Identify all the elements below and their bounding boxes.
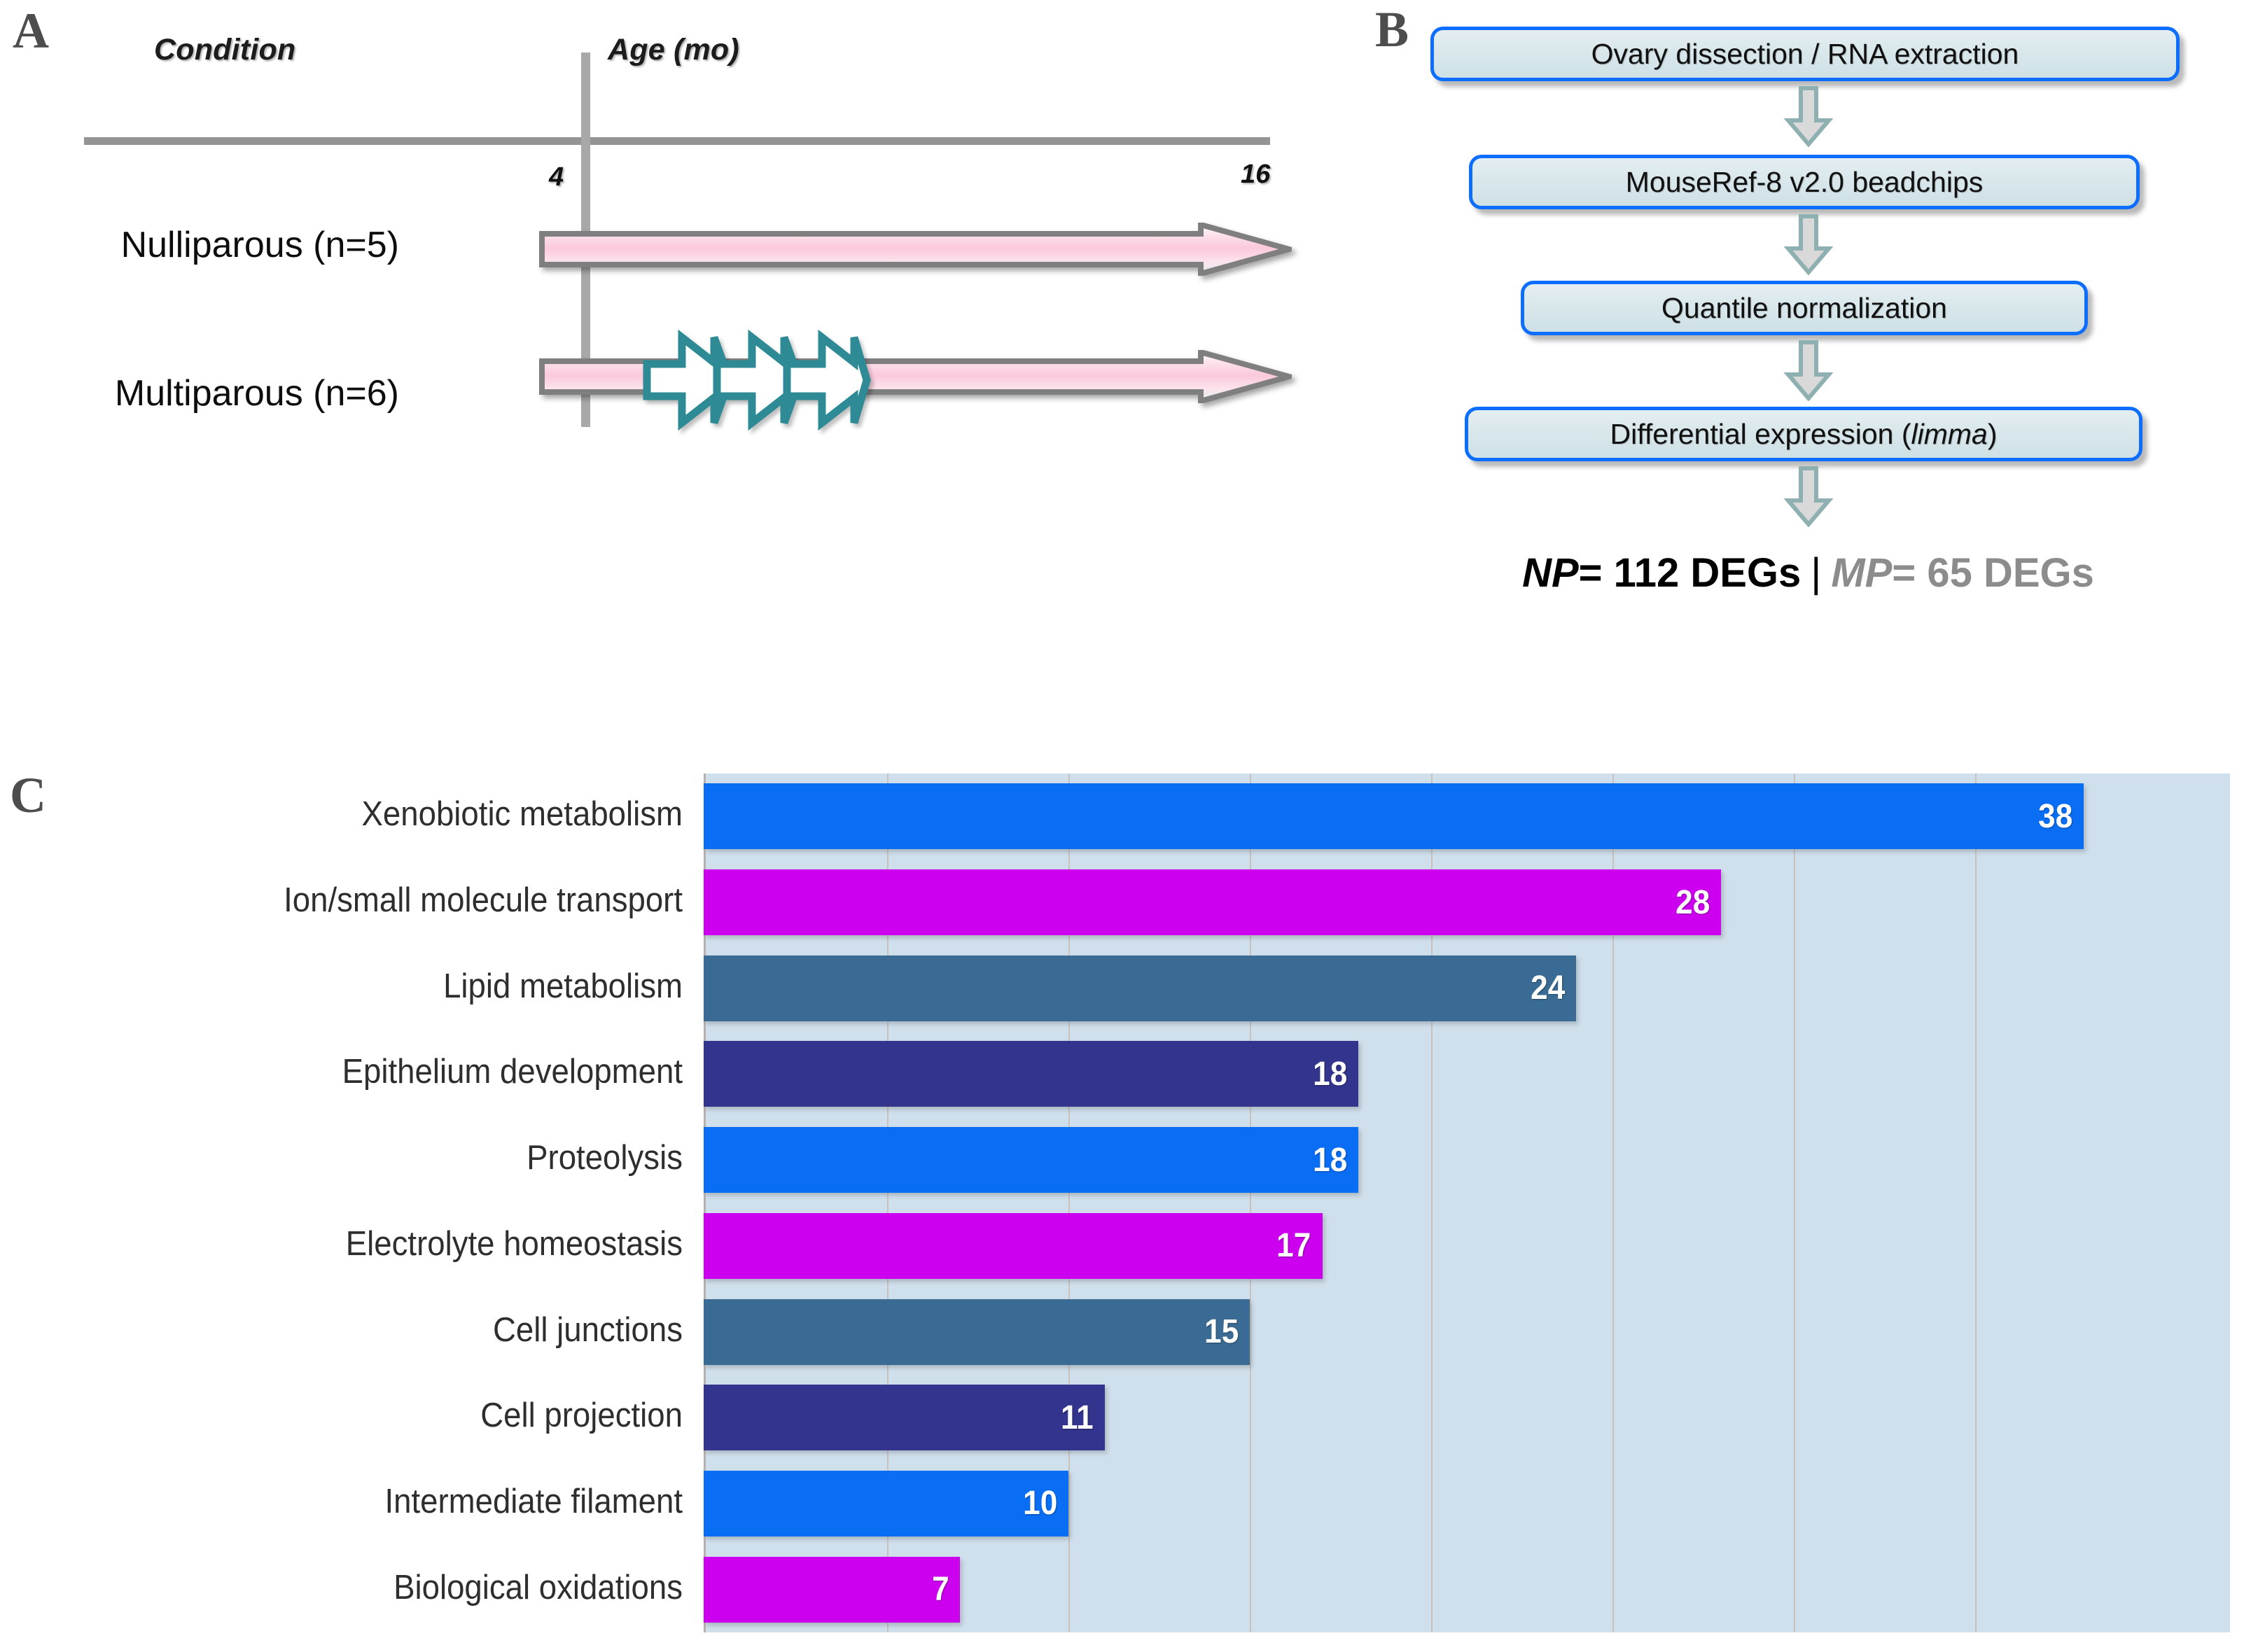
bar-row[interactable]: 18 [704,1041,1359,1107]
category-label: Lipid metabolism [443,967,683,1005]
flow-step-4-label: Differential expression ( [1610,417,1911,450]
category-label: Xenobiotic metabolism [361,795,683,834]
category-label: Cell junctions [492,1310,683,1349]
mp-tag: MP [1831,550,1893,596]
flow-step-beadchips: MouseRef-8 v2.0 beadchips [1469,155,2140,209]
gridline [1250,774,1251,1632]
bar-row[interactable]: 11 [704,1385,1105,1451]
category-label: Intermediate filament [384,1482,683,1520]
axis-tick-end: 16 [1241,160,1271,189]
flow-step-4-tail: ) [1987,417,1998,450]
gridline [1612,774,1614,1632]
bar[interactable]: 15 [704,1298,1250,1365]
flow-arrow-down-3 [1783,340,1833,401]
bar-value-label: 17 [1276,1227,1311,1265]
parity-arrow-1 [643,329,734,431]
flow-step-quantile-normalization: Quantile normalization [1521,281,2088,335]
bar-value-label: 24 [1530,969,1566,1007]
parity-event-arrows [641,328,872,433]
bar-row[interactable]: 18 [704,1127,1359,1194]
flow-arrow-down-4 [1783,465,1833,527]
bar-row[interactable]: 10 [704,1470,1068,1536]
bar-value-label: 18 [1313,1141,1348,1179]
category-label: Ion/small molecule transport [284,881,683,920]
np-tag: NP [1522,550,1579,596]
flow-step-2-label: MouseRef-8 v2.0 beadchips [1625,165,1984,198]
header-rule [84,137,1270,145]
condition-label-multiparous: Multiparous (n=6) [114,373,399,414]
summary-separator: | [1811,550,1822,596]
bar-row[interactable]: 15 [704,1298,1250,1365]
panel-a: A Condition Age (mo) 4 16 Nulliparous (n… [0,0,1330,490]
bar-value-label: 10 [1022,1485,1057,1522]
bar-row[interactable]: 17 [704,1212,1323,1279]
parity-arrow-2 [713,329,804,431]
column-header-condition: Condition [154,33,296,66]
category-label: Biological oxidations [393,1568,683,1606]
gridline [1794,774,1795,1632]
gridline [887,774,888,1632]
axis-tick-start: 4 [549,162,564,192]
flow-step-1-label: Ovary dissection / RNA extraction [1591,37,2019,70]
flow-arrow-down-1 [1783,85,1833,147]
bar-value-label: 18 [1313,1055,1348,1093]
mp-value: = 65 DEGs [1892,550,2094,596]
bar[interactable]: 28 [704,869,1722,936]
bar-chart-plot-area: 38 28 24 18 18 17 15 11 10 7 [704,774,2230,1632]
bar-row[interactable]: 28 [704,869,1722,936]
condition-label-nulliparous: Nulliparous (n=5) [120,225,399,265]
bar-row[interactable]: 7 [704,1556,960,1623]
bar[interactable]: 38 [704,783,2084,850]
timeline-arrow-nulliparous [539,223,1292,276]
np-value: = 112 DEGs [1578,550,1802,596]
parity-arrow-3 [783,329,871,431]
bar[interactable]: 7 [704,1556,960,1623]
gridline [1068,774,1070,1632]
bar[interactable]: 10 [704,1470,1068,1536]
bar[interactable]: 11 [704,1385,1105,1451]
column-header-age: Age (mo) [608,33,739,66]
category-label: Epithelium development [342,1053,683,1091]
bar-value-label: 7 [931,1571,949,1609]
value-axis-line [704,774,706,1632]
bar[interactable]: 24 [704,955,1577,1021]
gridline [1975,774,1977,1632]
panel-b: B Ovary dissection / RNA extraction Mous… [1365,0,2251,672]
panel-c-letter: C [10,767,46,823]
bar[interactable]: 18 [704,1041,1359,1107]
category-label: Proteolysis [527,1139,683,1177]
flow-arrow-down-2 [1783,214,1833,275]
bar-value-label: 11 [1061,1399,1094,1436]
flow-step-4-tool: limma [1911,417,1988,450]
bar-value-label: 15 [1204,1313,1239,1351]
flow-step-differential-expression: Differential expression (limma) [1465,407,2142,461]
bar[interactable]: 17 [704,1212,1323,1279]
gridline [1431,774,1433,1632]
bar-row[interactable]: 24 [704,955,1577,1021]
bar-value-label: 38 [2038,797,2073,835]
panel-a-letter: A [13,3,49,59]
deg-summary: NP= 112 DEGs|MP= 65 DEGs [1365,550,2251,596]
panel-b-letter: B [1375,1,1409,57]
flow-step-3-label: Quantile normalization [1661,291,1947,324]
category-label: Electrolyte homeostasis [345,1224,683,1263]
category-label: Cell projection [480,1396,683,1435]
flow-step-ovary-dissection: Ovary dissection / RNA extraction [1430,27,2180,81]
bar-row[interactable]: 38 [704,783,2084,850]
bar-value-label: 28 [1675,883,1710,921]
bar[interactable]: 18 [704,1127,1359,1194]
